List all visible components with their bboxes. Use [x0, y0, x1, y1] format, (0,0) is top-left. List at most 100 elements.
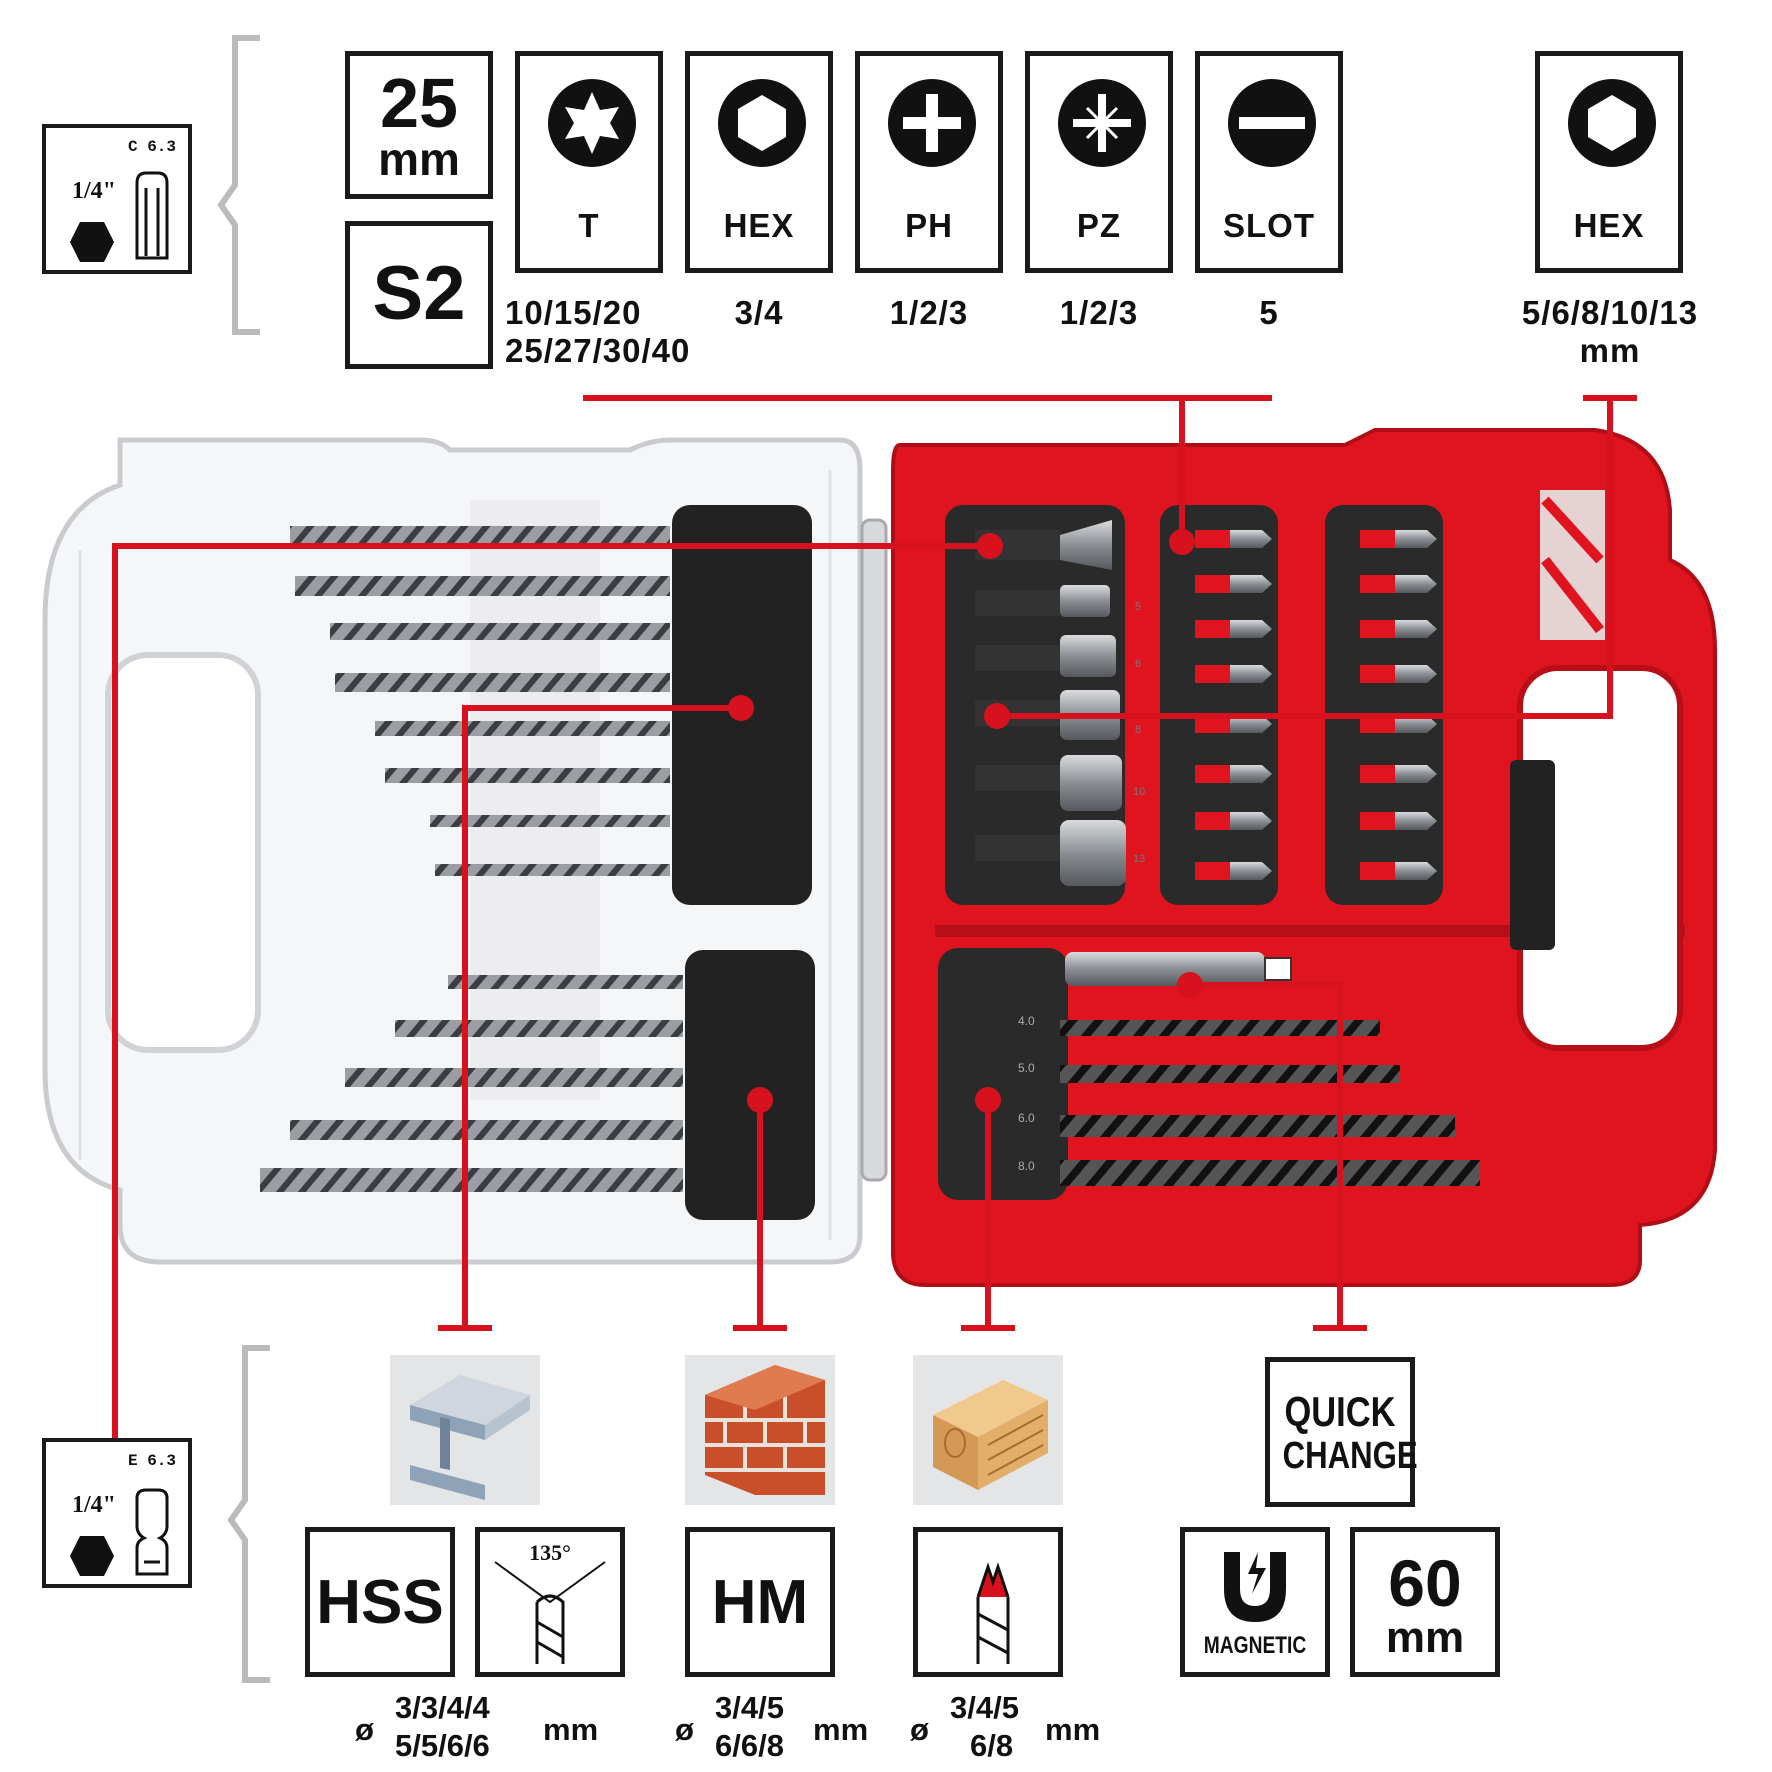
side-clip — [1510, 760, 1555, 950]
hex-sizes: 3/4 — [734, 294, 784, 331]
hex-socket-icon — [1568, 79, 1656, 167]
drill-tip-angle-icon — [494, 1561, 606, 1664]
diameter-symbol: ø — [355, 1712, 374, 1747]
nut-size-label: 6 — [1135, 658, 1141, 670]
diameter-unit: mm — [813, 1712, 869, 1747]
hm-label: HM — [711, 1568, 809, 1637]
shank-code: E 6.3 — [128, 1452, 177, 1470]
lid-handle-cutout — [105, 652, 261, 1053]
length-unit: mm — [378, 133, 460, 185]
case-hinge — [860, 518, 888, 1182]
diameter-symbol: ø — [910, 1712, 929, 1747]
nut-size-label: 8 — [1135, 724, 1141, 736]
nut-size-label: 10 — [1133, 786, 1145, 798]
drill-angle-badge: 135° — [475, 1527, 625, 1677]
size-unit: mm — [1579, 332, 1641, 369]
angle-label: 135° — [529, 1540, 571, 1565]
quick-change-line2: CHANGE — [1282, 1435, 1418, 1477]
diameter-symbol: ø — [675, 1712, 694, 1747]
hex-socket-icon — [718, 79, 806, 167]
diameter-line: 3/3/4/4 — [395, 1690, 490, 1725]
bit-holder-right — [1325, 505, 1443, 905]
bit-hex-badge: HEX — [685, 51, 833, 273]
nut-size-label: 13 — [1133, 853, 1145, 865]
bit-type-label: PH — [905, 207, 953, 244]
size-line: 10/15/20 — [505, 294, 642, 331]
bit-type-label: HEX — [723, 207, 795, 244]
shank-c63-badge: C 6.3 1/4" — [42, 124, 192, 274]
bit-type-label: SLOT — [1223, 207, 1315, 244]
wood-drill-holder — [938, 948, 1068, 1200]
magnetic-label: MAGNETIC — [1203, 1632, 1307, 1659]
bit-type-label: PZ — [1076, 207, 1122, 244]
e-shank-profile-icon — [135, 1488, 169, 1576]
slotted-icon — [1228, 79, 1316, 167]
wood-drills — [1060, 1020, 1480, 1186]
bit-pz-badge: PZ — [1025, 51, 1173, 273]
length-badge: 25 mm — [345, 51, 493, 199]
diameter-line: 3/4/5 — [950, 1690, 1019, 1725]
material-badge: S2 — [345, 221, 493, 369]
hm-diameters: ø 3/4/5 6/6/8 mm — [675, 1690, 895, 1770]
wood-drill-label: 4.0 — [1018, 1014, 1035, 1028]
bits — [1195, 530, 1437, 880]
phillips-icon — [888, 79, 976, 167]
holder-length-value: 60 — [1388, 1546, 1462, 1620]
hm-drills — [260, 975, 683, 1192]
bit-torx-badge: T — [515, 51, 663, 273]
shank-e63-badge: E 6.3 1/4" — [42, 1438, 192, 1588]
holder-length-unit: mm — [1385, 1613, 1465, 1662]
quick-change-adapter — [1065, 952, 1265, 986]
ph-sizes: 1/2/3 — [889, 294, 969, 331]
c-shank-profile-icon — [135, 171, 169, 260]
hm-badge: HM — [685, 1527, 835, 1677]
brand-logo-icon — [1540, 490, 1605, 640]
holder-length-badge: 60 mm — [1350, 1527, 1500, 1677]
magnetic-badge: MAGNETIC — [1180, 1527, 1330, 1677]
top-bracket — [217, 35, 260, 335]
brad-point-drill-icon — [976, 1562, 1010, 1664]
bit-type-label: T — [578, 207, 600, 244]
wood-drill-badge — [913, 1527, 1063, 1677]
nut-driver-sizes: 5/6/8/10/13 mm — [1490, 294, 1730, 370]
wood-drill-labels: 4.0 5.0 6.0 8.0 — [1018, 1014, 1035, 1173]
quick-change-line1: QUICK — [1284, 1388, 1396, 1435]
size-line: 25/27/30/40 — [505, 332, 691, 369]
size-line: 5/6/8/10/13 — [1521, 294, 1699, 331]
length-value: 25 — [380, 64, 458, 142]
diameter-line: 5/5/6/6 — [395, 1728, 490, 1763]
shank-size: 1/4" — [72, 1492, 116, 1518]
nut-driver-label: HEX — [1573, 207, 1645, 244]
torx-sizes: 10/15/20 25/27/30/40 — [505, 294, 715, 370]
clear-lid — [42, 437, 863, 1265]
bit-ph-badge: PH — [855, 51, 1003, 273]
torx-icon — [548, 79, 636, 167]
brick-wall-icon — [685, 1355, 835, 1505]
hss-diameters: ø 3/3/4/4 5/5/6/6 mm — [355, 1690, 605, 1770]
diameter-unit: mm — [1045, 1712, 1101, 1747]
pz-sizes: 1/2/3 — [1059, 294, 1139, 331]
hss-drills — [290, 526, 670, 876]
shank-code: C 6.3 — [128, 138, 177, 156]
bit-slot-badge: SLOT — [1195, 51, 1343, 273]
nut-driver-badge: HEX — [1535, 51, 1683, 273]
diameter-unit: mm — [543, 1712, 599, 1747]
steel-beam-icon — [390, 1355, 540, 1505]
wood-drill-label: 6.0 — [1018, 1111, 1035, 1125]
quick-change-badge: QUICK CHANGE — [1265, 1357, 1418, 1507]
bottom-bracket — [227, 1345, 270, 1683]
shank-size: 1/4" — [72, 178, 116, 204]
wood-diameters: ø 3/4/5 6/8 mm — [910, 1690, 1130, 1770]
hm-holder — [685, 950, 815, 1220]
magnet-icon — [1224, 1552, 1286, 1622]
diameter-line: 6/6/8 — [715, 1728, 784, 1763]
hex-shank-icon — [70, 1536, 114, 1576]
nut-size-labels: 5 6 8 10 13 — [1133, 601, 1145, 865]
slot-sizes: 5 — [1259, 294, 1279, 331]
wood-beam-icon — [913, 1355, 1063, 1505]
diameter-line: 3/4/5 — [715, 1690, 784, 1725]
pozidriv-icon — [1058, 79, 1146, 167]
hss-badge: HSS — [305, 1527, 455, 1677]
wood-drill-label: 5.0 — [1018, 1061, 1035, 1075]
hss-label: HSS — [316, 1568, 444, 1637]
